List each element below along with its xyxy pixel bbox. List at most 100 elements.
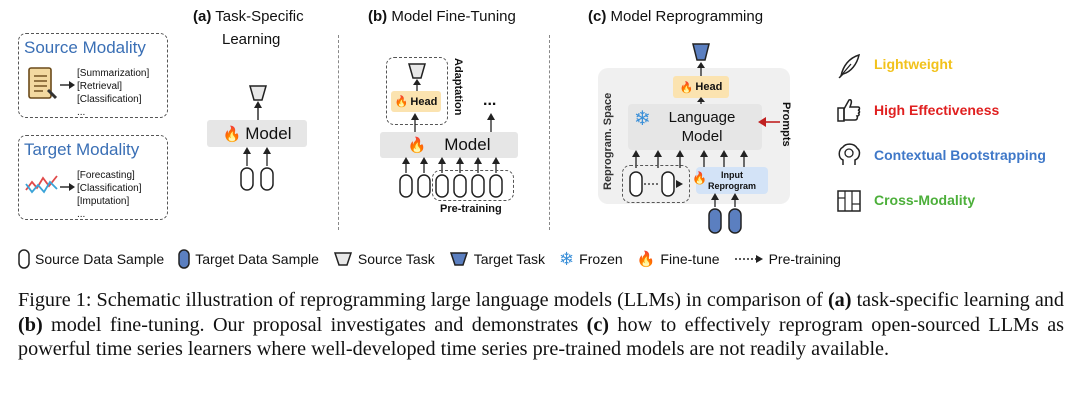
source-task-icon — [408, 63, 426, 79]
caption-c: (c) — [586, 313, 610, 336]
finetune-icon: 🔥 — [222, 125, 242, 143]
source-task-icon — [333, 252, 352, 266]
lm-input-arrows — [632, 150, 748, 168]
input-reprogram-box: 🔥 Input Reprogram — [692, 167, 768, 194]
finetune-icon: 🔥 — [394, 96, 409, 108]
caption-b: (b) — [18, 313, 43, 336]
adaptation-label: Adaptation — [452, 58, 464, 116]
head-label: Head — [695, 81, 723, 93]
target-task: [Imputation] — [77, 196, 130, 207]
caption-mid2: model fine-tuning. Our proposal investig… — [51, 313, 579, 336]
feature-lightweight: Lightweight — [874, 56, 953, 72]
head-box: 🔥 Head — [391, 91, 441, 112]
finetune-icon: 🔥 — [407, 137, 427, 154]
head-label: Head — [410, 95, 438, 108]
source-samples — [629, 171, 683, 197]
cross-modality-icon — [837, 190, 861, 212]
legend-target-task: Target Task — [449, 251, 545, 267]
finetune-icon: 🔥 — [679, 81, 694, 94]
head-box: 🔥 Head — [673, 76, 729, 98]
head-arrows — [411, 113, 495, 134]
feature-cross-modality: Cross-Modality — [874, 192, 976, 208]
source-task-list: [Summarization] [Retrieval] [Classificat… — [77, 67, 149, 119]
source-modality-title: Source Modality — [24, 38, 146, 57]
legend-label: Fine-tune — [660, 251, 720, 267]
legend-label: Source Task — [357, 251, 435, 267]
finetune-model: 🔥 Model — [380, 132, 518, 158]
legend-label: Source Data Sample — [35, 251, 165, 267]
legend-frozen: ❄ Frozen — [559, 249, 623, 270]
model-label: Model — [245, 123, 292, 143]
frozen-icon: ❄ — [559, 248, 575, 269]
source-task-icon — [249, 85, 267, 101]
source-modality-box — [18, 33, 168, 118]
target-task-icon — [692, 43, 710, 61]
target-task: [Classification] — [77, 183, 142, 194]
target-task: ... — [77, 209, 86, 220]
source-task: [Classification] — [77, 94, 142, 105]
panel-a-title: (a) Task-Specific — [193, 8, 304, 25]
legend-label: Frozen — [579, 251, 623, 267]
pretraining-label: Pre-training — [440, 203, 502, 215]
feather-icon — [838, 53, 861, 79]
legend-label: Pre-training — [768, 251, 841, 267]
brain-icon — [838, 143, 861, 165]
prompt-arrow — [758, 117, 780, 127]
legend-pretraining: Pre-training — [734, 251, 841, 267]
finetune-icon: 🔥 — [636, 251, 656, 268]
caption-a: (a) — [827, 289, 852, 311]
frozen-icon: ❄ — [634, 108, 651, 130]
source-task: ... — [77, 107, 86, 118]
dotted-arrow-icon — [734, 255, 763, 263]
input-samples — [399, 157, 503, 198]
source-sample-group — [622, 165, 690, 203]
arrow-icon — [60, 183, 75, 191]
legend-source-sample: Source Data Sample — [18, 249, 164, 269]
legend-source-task: Source Task — [333, 251, 435, 267]
pretraining-box — [432, 170, 514, 201]
source-task: [Summarization] — [77, 68, 150, 79]
language-model-line2: Model — [681, 128, 723, 145]
language-model: ❄ Language Model — [628, 104, 762, 150]
source-sample-icon — [18, 249, 30, 269]
caption-mid1: task-specific learning and — [856, 289, 1064, 311]
arrow-icon — [697, 62, 705, 76]
document-icon — [28, 67, 58, 100]
target-modality-box — [18, 135, 168, 220]
target-samples — [708, 193, 742, 234]
arrow-icon — [60, 81, 75, 89]
legend-label: Target Data Sample — [195, 251, 319, 267]
feature-contextual-bootstrapping: Contextual Bootstrapping — [874, 147, 1046, 163]
input-arrows — [240, 147, 274, 191]
panel-b-title: (b) Model Fine-Tuning — [368, 8, 516, 25]
model-label: Model — [444, 135, 491, 154]
thumbs-up-icon — [837, 99, 861, 122]
task-specific-model: 🔥 Model — [207, 120, 307, 147]
arrow-icon — [254, 101, 262, 121]
feature-high-effectiveness: High Effectiveness — [874, 102, 1000, 118]
language-model-line1: Language — [668, 109, 736, 126]
figure-caption: Figure 1: Schematic illustration of repr… — [18, 288, 1064, 362]
legend-target-sample: Target Data Sample — [178, 249, 319, 269]
ellipsis: ... — [483, 92, 497, 109]
input-reprogram-line1: Input — [721, 170, 743, 180]
caption-tail: how to effectively reprogram open-source… — [18, 313, 1065, 361]
target-task: [Forecasting] — [77, 170, 135, 181]
legend: Source Data Sample Target Data Sample So… — [18, 246, 1078, 272]
target-task-list: [Forecasting] [Classification] [Imputati… — [77, 169, 141, 221]
arrow-icon — [413, 79, 421, 91]
legend-finetune: 🔥 Fine-tune — [637, 250, 720, 268]
panel-c-title: (c) Model Reprogramming — [588, 8, 764, 25]
panel-a-title-line2: Learning — [222, 31, 281, 48]
legend-label: Target Task — [473, 251, 546, 267]
target-sample-icon — [178, 249, 190, 269]
schematic-figure: Source Modality [Summarization] [Retriev… — [18, 8, 1046, 234]
input-reprogram-line2: Reprogram — [707, 181, 756, 191]
separator — [338, 35, 339, 230]
prompts-label: Prompts — [780, 102, 792, 147]
target-modality-title: Target Modality — [24, 140, 140, 159]
finetune-icon: 🔥 — [692, 171, 707, 185]
source-task: [Retrieval] — [77, 81, 123, 92]
time-series-icon — [25, 175, 58, 194]
separator — [549, 35, 550, 230]
